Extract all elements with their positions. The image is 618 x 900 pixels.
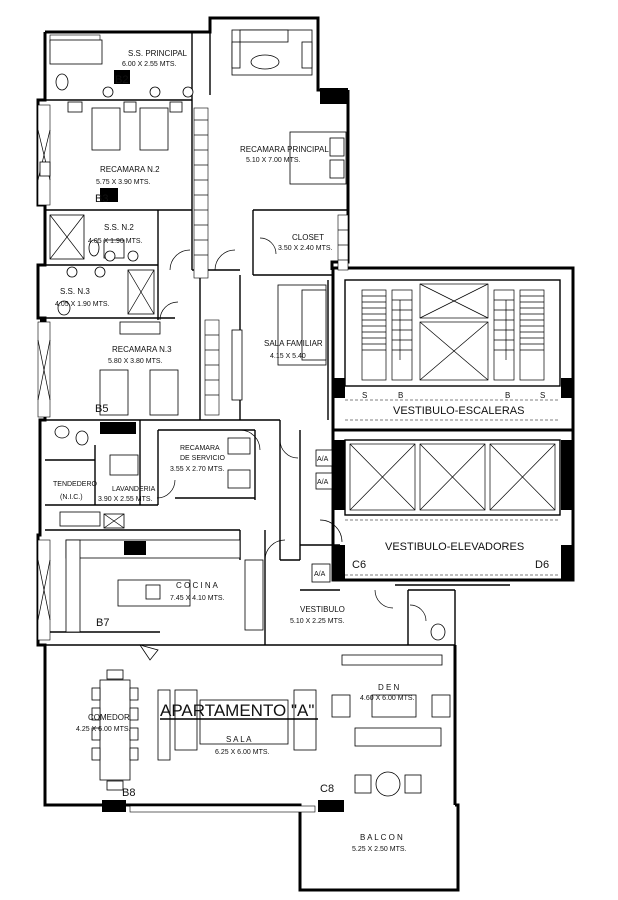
recamara-n2-dims: 5.75 X 3.90 MTS. — [96, 179, 151, 186]
recamara-servicio-dims: 3.55 X 2.70 MTS. — [170, 466, 225, 473]
apartment-stair-strips — [193, 107, 349, 416]
den-name: D E N — [378, 683, 400, 692]
stair-labels: S B B S — [362, 391, 545, 400]
cocina-name: C O C I N A — [176, 581, 218, 590]
building-core — [331, 266, 575, 586]
ss-n2-dims: 4.05 X 1.90 MTS. — [88, 238, 143, 245]
stair-label-b-left: B — [398, 391, 403, 400]
recamara-principal-dims: 5.10 X 7.00 MTS. — [246, 157, 301, 164]
marker-b3: B3 — [95, 193, 108, 205]
lavanderia-dims: 3.90 X 2.55 MTS. — [98, 496, 153, 503]
ss-n3-dims: 4.05 X 1.90 MTS. — [55, 301, 110, 308]
marker-b7: B7 — [96, 617, 109, 629]
ss-principal-name: S.S. PRINCIPAL — [128, 49, 188, 58]
ss-principal-dims: 6.00 X 2.55 MTS. — [122, 61, 177, 68]
furniture — [39, 29, 451, 797]
stair-label-s-left: S — [362, 391, 367, 400]
windows — [37, 34, 316, 813]
cocina-dims: 7.45 X 4.10 MTS. — [170, 595, 225, 602]
marker-b5: B5 — [95, 403, 108, 415]
balcon-name: B A L C O N — [360, 833, 403, 842]
doors — [139, 237, 427, 661]
sala-familiar-dims: 4.15 X 5.40 — [270, 353, 306, 360]
den-dims: 4.60 X 6.00 MTS. — [360, 695, 415, 702]
closet-dims: 3.50 X 2.40 MTS. — [278, 245, 333, 252]
columns — [40, 70, 348, 812]
comedor-name: COMEDOR — [88, 713, 130, 722]
sala-familiar-name: SALA FAMILIAR — [264, 339, 323, 348]
recamara-n3-dims: 5.80 X 3.80 MTS. — [108, 358, 163, 365]
aa-tags: A/A A/A A/A — [314, 456, 329, 578]
ss-n3-name: S.S. N.3 — [60, 287, 90, 296]
comedor-dims: 4.25 X 6.00 MTS. — [76, 726, 131, 733]
marker-c8: C8 — [320, 783, 334, 795]
recamara-servicio-name1: RECAMARA — [180, 445, 220, 452]
balcon-dims: 5.25 X 2.50 MTS. — [352, 846, 407, 853]
sala-dims: 6.25 X 6.00 MTS. — [215, 749, 270, 756]
grid-markers: B2 B3 B5 B7 B8 C6 C8 D6 — [95, 74, 549, 799]
aa-tag-1: A/A — [317, 456, 329, 463]
vestibulo-elevadores-name: VESTIBULO-ELEVADORES — [385, 541, 524, 553]
stair-label-b-right: B — [505, 391, 510, 400]
sala-name: S A L A — [226, 735, 252, 744]
closet-name: CLOSET — [292, 233, 324, 242]
tendedero-sub: (N.I.C.) — [60, 494, 83, 501]
apartment-title-group: APARTAMENTO "A" — [160, 701, 318, 720]
room-labels: S.S. PRINCIPAL 6.00 X 2.55 MTS. RECAMARA… — [53, 49, 524, 853]
ss-n2-name: S.S. N.2 — [104, 223, 134, 232]
marker-d6: D6 — [535, 559, 549, 571]
stair-label-s-right: S — [540, 391, 545, 400]
lavanderia-name: LAVANDERIA — [112, 486, 156, 493]
aa-tag-2: A/A — [317, 479, 329, 486]
vestibulo-dims: 5.10 X 2.25 MTS. — [290, 618, 345, 625]
recamara-principal-name: RECAMARA PRINCIPAL — [240, 145, 329, 154]
recamara-n2-name: RECAMARA N.2 — [100, 165, 160, 174]
marker-c6: C6 — [352, 559, 366, 571]
aa-tag-3: A/A — [314, 571, 326, 578]
tendedero-name: TENDEDERO — [53, 481, 98, 488]
marker-b2: B2 — [115, 74, 128, 86]
marker-b8: B8 — [122, 787, 135, 799]
vestibulo-name: VESTIBULO — [300, 605, 345, 614]
recamara-servicio-name2: DE SERVICIO — [180, 455, 226, 462]
apartment-title: APARTAMENTO "A" — [160, 701, 314, 720]
vestibulo-escaleras-name: VESTIBULO-ESCALERAS — [393, 405, 524, 417]
recamara-n3-name: RECAMARA N.3 — [112, 345, 172, 354]
